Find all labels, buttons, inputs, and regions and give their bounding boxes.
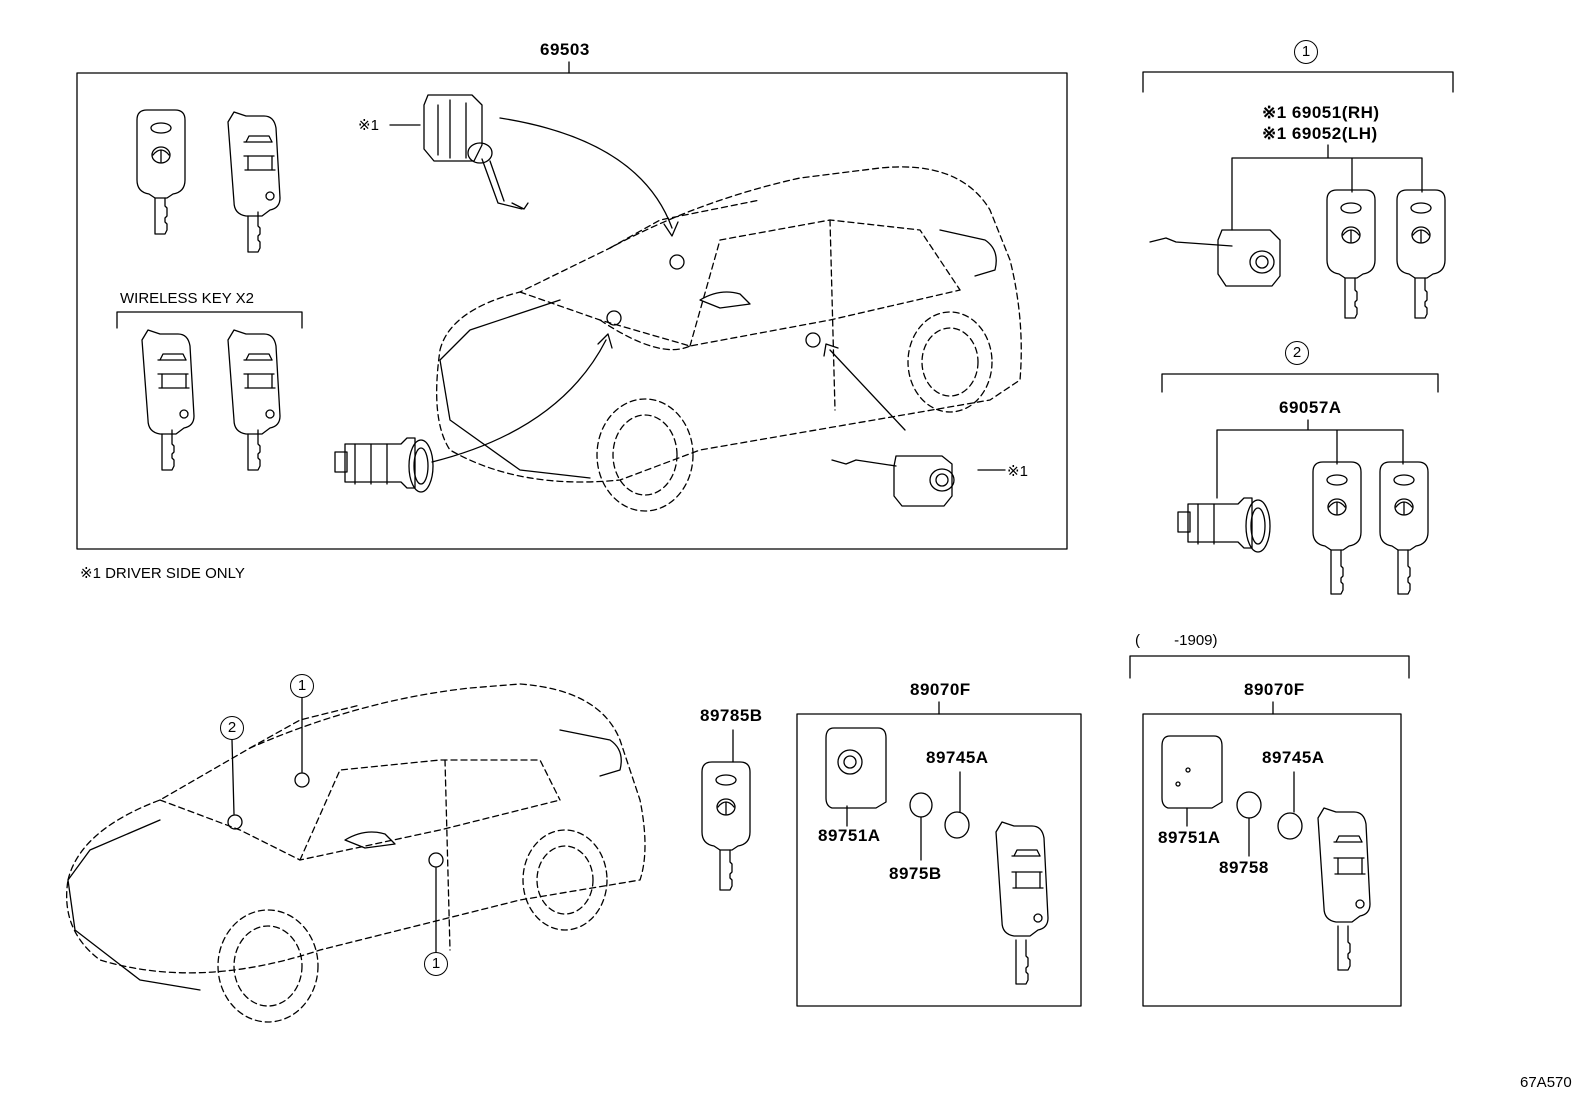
- callout-1-bottom: 1: [424, 952, 448, 976]
- group2-bracket: [1161, 373, 1439, 393]
- transmitter-b-frame: [1142, 713, 1402, 1007]
- transmitter-b-battery-icon: [1277, 812, 1303, 840]
- suv-illustration-bottom: [66, 683, 646, 1023]
- transmitter-b-flip-key-icon: [1317, 807, 1371, 971]
- transmitter-b-bracket: [1129, 655, 1410, 679]
- transmitter-a-small-part-icon: [909, 792, 933, 818]
- group1-rh-label: ※1 69051(RH): [1262, 103, 1380, 122]
- group2-key-1-icon: [1312, 461, 1362, 595]
- transmitter-a-label: 89070F: [910, 680, 971, 699]
- main-assembly-label: 69503: [540, 40, 590, 59]
- wireless-flip-key-2-icon: [227, 329, 281, 471]
- transmitter-b-cover-label: 89751A: [1158, 828, 1221, 847]
- group1-key-2-icon: [1396, 189, 1446, 319]
- transmitter-a-cover-icon: [825, 727, 887, 809]
- arrow-to-ignition: [431, 339, 607, 463]
- transmitter-b-small-part-icon: [1236, 791, 1262, 819]
- suv-bottom-solid: [67, 729, 622, 991]
- group1-lock-cylinder-icon: [1149, 229, 1281, 287]
- arrow-to-door: [499, 117, 673, 229]
- wireless-flip-key-1-icon: [141, 329, 195, 471]
- transmitter-a-battery-label: 89745A: [926, 748, 989, 767]
- group1-bracket: [1142, 71, 1454, 93]
- group1-key-1-icon: [1326, 189, 1376, 319]
- wireless-key-label: WIRELESS KEY X2: [120, 290, 254, 307]
- figure-code: 67A570: [1520, 1074, 1572, 1091]
- transmitter-b-part-label: 89758: [1219, 858, 1269, 877]
- transmitter-a-cover-label: 89751A: [818, 826, 881, 845]
- ignition-cylinder-icon: [334, 437, 434, 493]
- callout-1-top: 1: [290, 674, 314, 698]
- flip-key-icon: [227, 111, 281, 253]
- group1-lh-label: ※1 69052(LH): [1262, 124, 1378, 143]
- group1-marker: 1: [1294, 40, 1318, 64]
- plain-key-icon: [136, 109, 186, 235]
- arrow-to-rear-door: [829, 349, 906, 431]
- transmitter-b-date-range: ( -1909): [1135, 632, 1218, 649]
- transmitter-a-battery-icon: [944, 811, 970, 839]
- wireless-key-bracket: [116, 311, 303, 329]
- suv-main-solid: [439, 229, 997, 479]
- group2-label: 69057A: [1279, 398, 1342, 417]
- driver-side-note: ※1 DRIVER SIDE ONLY: [80, 565, 245, 582]
- transmitter-a-flip-key-icon: [995, 821, 1049, 985]
- note-mark-top: ※1: [358, 117, 379, 134]
- suv-illustration-main: [436, 166, 1022, 512]
- transmitter-b-battery-label: 89745A: [1262, 748, 1325, 767]
- group2-ignition-cylinder-icon: [1177, 497, 1271, 553]
- door-lock-cylinder-icon: [423, 94, 529, 210]
- transmitter-b-cover-icon: [1161, 735, 1223, 809]
- note-mark-bottom: ※1: [1007, 463, 1028, 480]
- group2-key-2-icon: [1379, 461, 1429, 595]
- transmitter-a-part-label: 8975B: [889, 864, 942, 883]
- transmitter-b-label: 89070F: [1244, 680, 1305, 699]
- callout-2: 2: [220, 716, 244, 740]
- rear-lock-cylinder-icon: [831, 455, 955, 507]
- main-assembly-frame: [76, 72, 1068, 550]
- key-89785b-label: 89785B: [700, 706, 763, 725]
- key-89785b-icon: [701, 761, 751, 891]
- group2-marker: 2: [1285, 341, 1309, 365]
